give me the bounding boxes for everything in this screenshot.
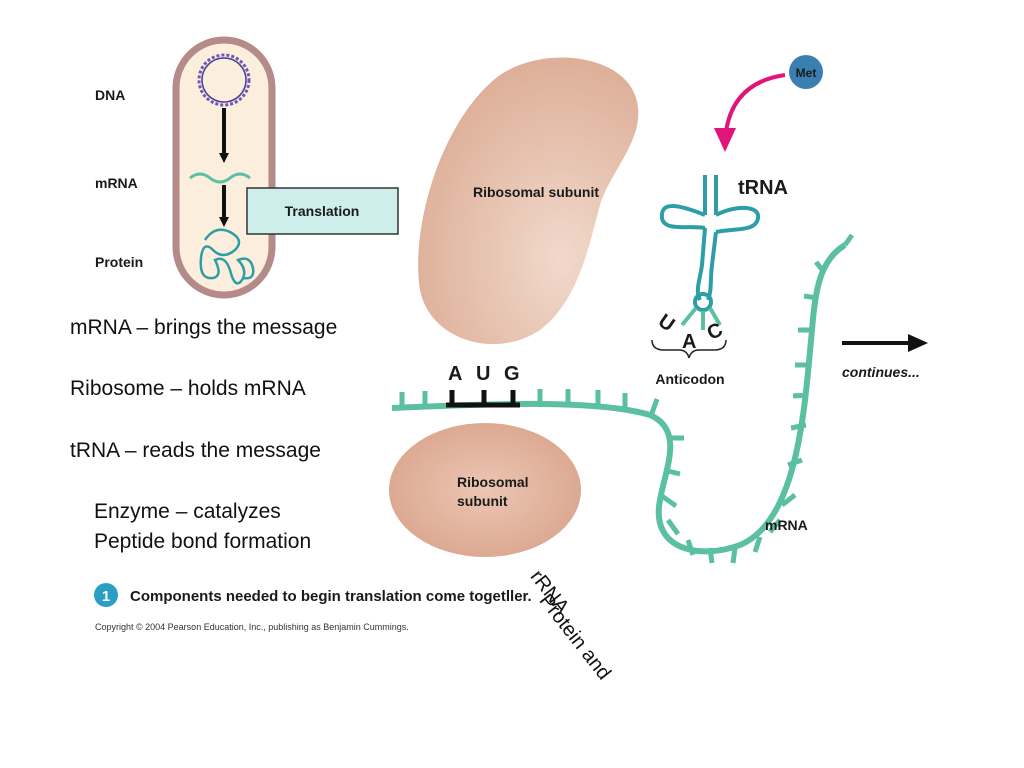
mrna-strand: A U G — [391, 233, 855, 564]
mrna-base-tick — [649, 398, 660, 414]
mrna-label: mRNA — [765, 517, 808, 533]
codon-base-3: G — [504, 363, 520, 385]
codon-base-1: A — [448, 363, 462, 385]
mrna-squiggle-icon — [189, 172, 251, 184]
large-ribosomal-subunit — [418, 57, 639, 345]
mrna-base-tick — [814, 260, 826, 274]
met-group: Met — [714, 55, 823, 152]
codon-base-2: U — [476, 363, 490, 385]
note-enzyme-line2: Peptide bond formation — [94, 530, 312, 553]
step-badge — [94, 583, 118, 607]
mrna-base-tick — [842, 233, 855, 247]
small-ribosomal-subunit — [389, 423, 581, 557]
dna-label: DNA — [95, 87, 125, 103]
mrna-base-tick — [803, 293, 819, 301]
met-amino-acid — [789, 55, 823, 89]
mrna-base-tick — [707, 547, 715, 564]
mrna-base-tick — [792, 392, 809, 399]
note-mrna: mRNA – brings the message — [70, 316, 338, 339]
translation-box-label: Translation — [285, 203, 360, 219]
mrna-base-tick — [660, 493, 678, 509]
translation-box — [246, 187, 399, 235]
large-subunit-label: Ribosomal subunit — [473, 184, 599, 200]
small-subunit-label-line1: Ribosomal — [457, 474, 529, 490]
mrna-base-tick — [663, 467, 681, 477]
copyright: Copyright © 2004 Pearson Education, Inc.… — [95, 622, 409, 632]
step-number: 1 — [102, 588, 110, 605]
aug-codon-bar — [446, 390, 520, 408]
anticodon-base-2: A — [682, 331, 696, 353]
anticodon-brace — [651, 339, 727, 359]
continues-arrowhead — [908, 334, 928, 352]
anticodon-base-1: U — [654, 310, 678, 336]
cell-panel: DNA mRNA Protein Translation — [95, 36, 399, 299]
step-caption: Components needed to begin translation c… — [130, 588, 532, 605]
mrna-base-tick — [787, 457, 803, 468]
mrna-base-tick — [685, 539, 696, 556]
met-arrowhead — [714, 128, 736, 152]
met-label: Met — [796, 66, 817, 80]
note-enzyme-line1: Enzyme – catalyzes — [94, 500, 281, 523]
mrna-base-tick — [752, 536, 763, 553]
mrna-cell-label: mRNA — [95, 175, 138, 191]
protein-fold-icon — [199, 228, 255, 285]
mrna-base-tick — [780, 493, 797, 507]
protein-label: Protein — [95, 254, 143, 270]
mrna-base-tick — [730, 547, 738, 564]
mrna-base-tick — [768, 518, 782, 534]
dna-circle-inner — [201, 57, 247, 103]
trna-molecule — [659, 175, 760, 330]
mrna-base-tick — [790, 422, 807, 431]
trna-label: tRNA — [738, 177, 788, 199]
small-subunit-label-line2: subunit — [457, 493, 508, 509]
note-trna: tRNA – reads the message — [70, 439, 321, 462]
mrna-base-tick — [665, 518, 681, 536]
cell-membrane — [172, 36, 276, 299]
dna-circle-icon — [197, 53, 251, 107]
anticodon-base-3: C — [704, 319, 726, 345]
continues-label: continues... — [842, 364, 920, 380]
anticodon-label: Anticodon — [655, 371, 724, 387]
note-ribosome: Ribosome – holds mRNA — [70, 377, 306, 400]
